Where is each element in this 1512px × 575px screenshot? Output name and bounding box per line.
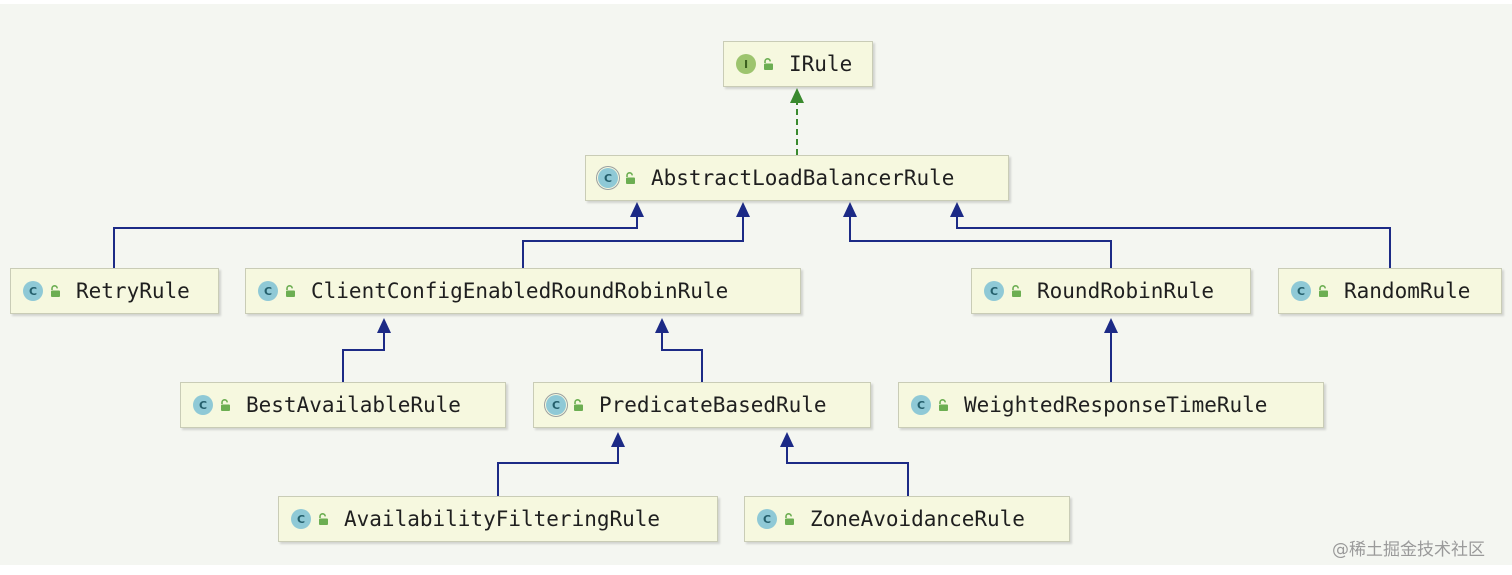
- unlocked-icon: [221, 398, 230, 411]
- unlocked-icon: [1012, 284, 1021, 297]
- node-random-rule[interactable]: C RandomRule: [1278, 268, 1502, 314]
- edge-availability-filtering-rule-extends: [497, 432, 625, 496]
- class-icon: C: [1291, 281, 1311, 301]
- node-label: ClientConfigEnabledRoundRobinRule: [311, 279, 729, 303]
- node-best-available-rule[interactable]: C BestAvailableRule: [180, 382, 506, 428]
- node-availability-filtering-rule[interactable]: C AvailabilityFilteringRule: [278, 496, 718, 542]
- node-irule[interactable]: I IRule: [723, 41, 873, 87]
- edge-implements-irule: [790, 88, 804, 155]
- edge-random-rule-extends: [950, 202, 1391, 268]
- unlocked-icon: [626, 171, 635, 184]
- node-label: AvailabilityFilteringRule: [344, 507, 661, 531]
- class-icon: C: [911, 395, 931, 415]
- node-round-robin-rule[interactable]: C RoundRobinRule: [971, 268, 1251, 314]
- edge-best-available-rule-extends: [342, 318, 391, 382]
- edge-round-robin-rule-extends: [843, 202, 1112, 268]
- edge-client-config-rule-extends: [522, 202, 750, 268]
- node-weighted-response-time-rule[interactable]: C WeightedResponseTimeRule: [898, 382, 1324, 428]
- node-label: RoundRobinRule: [1037, 279, 1215, 303]
- edge-weighted-response-time-rule-extends: [1104, 318, 1118, 382]
- node-label: IRule: [789, 52, 853, 76]
- class-icon: C: [757, 509, 777, 529]
- class-icon: C: [23, 281, 43, 301]
- unlocked-icon: [319, 512, 328, 525]
- class-icon: C: [984, 281, 1004, 301]
- unlocked-icon: [764, 57, 773, 70]
- node-label: BestAvailableRule: [246, 393, 461, 417]
- node-label: RetryRule: [76, 279, 190, 303]
- unlocked-icon: [574, 398, 583, 411]
- class-icon: C: [291, 509, 311, 529]
- node-label: PredicateBasedRule: [599, 393, 827, 417]
- node-label: RandomRule: [1344, 279, 1471, 303]
- node-label: ZoneAvoidanceRule: [810, 507, 1025, 531]
- unlocked-icon: [939, 398, 948, 411]
- unlocked-icon: [1319, 284, 1328, 297]
- unlocked-icon: [286, 284, 295, 297]
- node-client-config-enabled-round-robin-rule[interactable]: C ClientConfigEnabledRoundRobinRule: [245, 268, 801, 314]
- node-zone-avoidance-rule[interactable]: C ZoneAvoidanceRule: [744, 496, 1070, 542]
- node-label: WeightedResponseTimeRule: [964, 393, 1268, 417]
- abstract-class-icon: C: [598, 168, 618, 188]
- watermark: @稀土掘金技术社区: [1332, 540, 1485, 560]
- unlocked-icon: [51, 284, 60, 297]
- interface-icon: I: [736, 54, 756, 74]
- edge-retry-rule-extends: [113, 202, 644, 268]
- node-abstract-load-balancer-rule[interactable]: C AbstractLoadBalancerRule: [585, 155, 1009, 201]
- edge-predicate-based-rule-extends: [655, 318, 703, 382]
- node-label: AbstractLoadBalancerRule: [651, 166, 955, 190]
- node-predicate-based-rule[interactable]: C PredicateBasedRule: [533, 382, 871, 428]
- edge-zone-avoidance-rule-extends: [780, 432, 909, 496]
- node-retry-rule[interactable]: C RetryRule: [10, 268, 219, 314]
- abstract-class-icon: C: [546, 395, 566, 415]
- unlocked-icon: [785, 512, 794, 525]
- class-icon: C: [258, 281, 278, 301]
- class-icon: C: [193, 395, 213, 415]
